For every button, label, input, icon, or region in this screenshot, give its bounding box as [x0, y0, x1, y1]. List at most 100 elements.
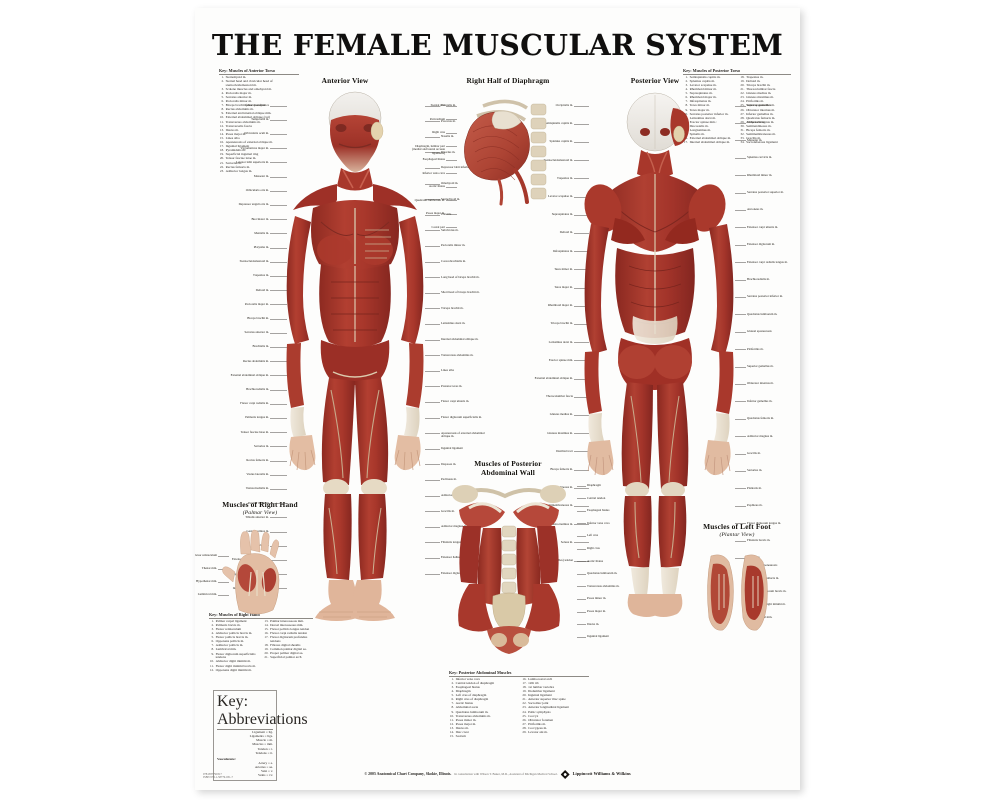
- key-item-number: 10.: [683, 111, 688, 116]
- key-item: 12.Psoas major m.: [449, 721, 517, 727]
- key-item-label: Thoracolumbar fascia: [746, 87, 776, 92]
- key-item-number: 27.: [522, 721, 527, 726]
- anatomy-label: Serratus posterior superior m.: [747, 190, 784, 194]
- anatomy-label: Extensor carpi ulnaris m.: [747, 224, 779, 229]
- key-item-number: 16.: [219, 140, 224, 145]
- key-item-number: 18.: [740, 74, 745, 79]
- anatomy-label: Flexor carpi radialis m.: [240, 401, 269, 406]
- anatomy-label: Semimembranosus m.: [545, 503, 574, 508]
- key-item-number: 26.: [740, 107, 745, 112]
- key-item-number: 5.: [685, 91, 688, 96]
- key-item-label: 12th rib: [528, 680, 539, 685]
- key-item-number: 6.: [685, 95, 688, 100]
- key-item-number: 1.: [451, 676, 454, 681]
- key-item: 21.Anterior superior iliac spine: [522, 697, 590, 702]
- heading-diaphragm: Right Half of Diaphragm: [466, 76, 550, 85]
- key-item-label: Gluteus medius m.: [746, 91, 772, 96]
- key-item-label: Proper palmar digital aa.: [270, 651, 304, 656]
- key-item: 6.Opponens pollicis m.: [209, 639, 259, 644]
- key-item: 7.Adductor pollicis m.: [209, 643, 259, 648]
- key-item: 22.Gluteus medius m.: [740, 91, 792, 96]
- key-item: 20.Tensor fasciae latae m.: [219, 157, 299, 161]
- key-item: 25.Superior gemellus m.: [740, 104, 792, 108]
- key-item-number: 20.: [740, 82, 745, 87]
- anatomy-label: Flexor digitorum longus m.: [747, 520, 782, 525]
- anatomy-label: Iliopsoas m.: [441, 461, 457, 466]
- key-item: 10.External abdominal oblique (cut): [219, 116, 299, 120]
- anatomy-label: Diaphragm, lumbar part (medial and later…: [412, 143, 445, 155]
- key-item-number: 16.: [522, 676, 527, 681]
- key-item-number: 12.: [219, 123, 224, 128]
- anatomy-label: Gluteal aponeurosis: [747, 329, 772, 334]
- key-item: 24.Pubic symphysis: [522, 710, 590, 715]
- key-item-label: Levator scapulae m.: [689, 82, 717, 87]
- anatomy-label: Flexor digitorum superficialis m.: [441, 415, 482, 419]
- figure-right-hand: [221, 528, 291, 616]
- key-item: 11.Transversus abdominis m.: [219, 120, 299, 125]
- key-item-number: 22.: [219, 164, 224, 169]
- key-item-number: 19.: [522, 689, 527, 694]
- key-item: 16.Lumbocostal arch: [522, 676, 590, 682]
- key-item-label: Flexor digiti minimi brevis m.: [215, 663, 256, 668]
- key-item-number: 14.: [219, 131, 224, 136]
- key-item-label: Internal abdominal oblique m.: [689, 140, 731, 145]
- anatomy-label: Inferior vena cava: [422, 170, 445, 175]
- abbreviation-line: Tendons = tt.: [255, 750, 273, 755]
- key-item-label: Biceps brachii (short head) m.: [225, 103, 266, 108]
- key-item-label: Iliacus m.: [455, 725, 469, 730]
- key-item: 20.Inguinal ligament: [522, 693, 590, 698]
- key-anterior-torso-list: 1.Sternohyoid m.2.Sternal head and clavi…: [219, 75, 299, 174]
- anatomy-label: Esophageal hiatus: [587, 508, 610, 513]
- key-item-number: 20.: [219, 156, 224, 161]
- anatomy-label: Subclavius m.: [441, 227, 459, 232]
- anatomy-label: Linea alba: [441, 368, 454, 373]
- key-anterior-torso: Key: Muscles of Anterior Torso 1.Sternoh…: [219, 68, 299, 174]
- key-item-label: Coccygeus m.: [528, 725, 548, 730]
- anatomy-label: Psoas major m.: [426, 211, 445, 215]
- anatomy-label: Costal part: [431, 224, 446, 229]
- key-item: 32.Semimembranosus m.: [740, 132, 792, 137]
- key-item: 17.Inguinal ligament: [219, 144, 299, 149]
- key-item-number: 4.: [451, 689, 454, 694]
- key-item-number: 9.: [211, 651, 214, 656]
- anatomy-label: Pronator teres m.: [441, 383, 463, 388]
- key-item-label: External abdominal oblique m.: [689, 136, 732, 141]
- key-posterior-abdominal: Key: Posterior Abdominal Muscles 1.Infer…: [449, 670, 589, 739]
- anatomy-label: Long head of biceps brachii m.: [441, 274, 480, 279]
- anatomy-label: Plantaris m.: [747, 485, 762, 490]
- key-item-label: Palmar carpal ligament: [215, 618, 247, 623]
- anatomy-label: Thoracolumbar fascia: [545, 394, 573, 399]
- anatomy-label: Sartorius m.: [747, 468, 763, 473]
- anatomy-label: Right crus: [587, 546, 600, 550]
- figure-abdominal-wall: [443, 480, 575, 660]
- key-item-label: Rhomboid major m.: [689, 95, 717, 100]
- key-item-label: Psoas major m.: [455, 721, 477, 726]
- key-item-number: 8.: [211, 647, 214, 652]
- key-item-number: 26.: [522, 717, 527, 722]
- key-item-label: Semispinalis capitis m.: [689, 74, 721, 79]
- key-item: 2.Central tendon of diaphragm: [449, 681, 517, 686]
- key-item-number: 4.: [211, 631, 214, 636]
- key-item-label: Superior gemellus m.: [746, 103, 775, 108]
- key-item-label: Quadratus femoris m.: [746, 115, 776, 120]
- key-item-number: 1.: [211, 618, 214, 623]
- key-abbreviations-group2-title: Vasculature:: [217, 756, 236, 761]
- key-item: 31.Biceps femoris m.: [740, 128, 792, 133]
- key-item: 13.Palmar interosseous mm.: [264, 618, 314, 624]
- key-item-label: Palmaris brevis m.: [215, 622, 241, 627]
- key-item-label: Anterior superior iliac spine: [528, 697, 566, 702]
- key-item-number: 13.: [264, 618, 269, 623]
- key-item: 14.Dorsal interosseous mm.: [264, 623, 314, 628]
- key-item: 28.Quadratus femoris m.: [740, 115, 792, 121]
- key-item-number: 15.: [264, 626, 269, 631]
- key-item: 26.Obturator internus m.: [740, 107, 792, 113]
- anatomy-label: Psoas minor m.: [587, 596, 607, 601]
- key-item: 29.Adductor magnus m.: [740, 120, 792, 125]
- key-item-label: Esophageal hiatus: [455, 684, 480, 689]
- key-item-label: Rectus abdominis m.: [225, 107, 254, 112]
- key-item-label: Linea alba: [225, 135, 240, 140]
- key-item-label: Iliocostalis m.: [689, 123, 709, 128]
- key-item: 12.Opponens digiti minimi m.: [209, 668, 259, 673]
- anatomy-label: Sternocleidomastoid m.: [543, 157, 573, 162]
